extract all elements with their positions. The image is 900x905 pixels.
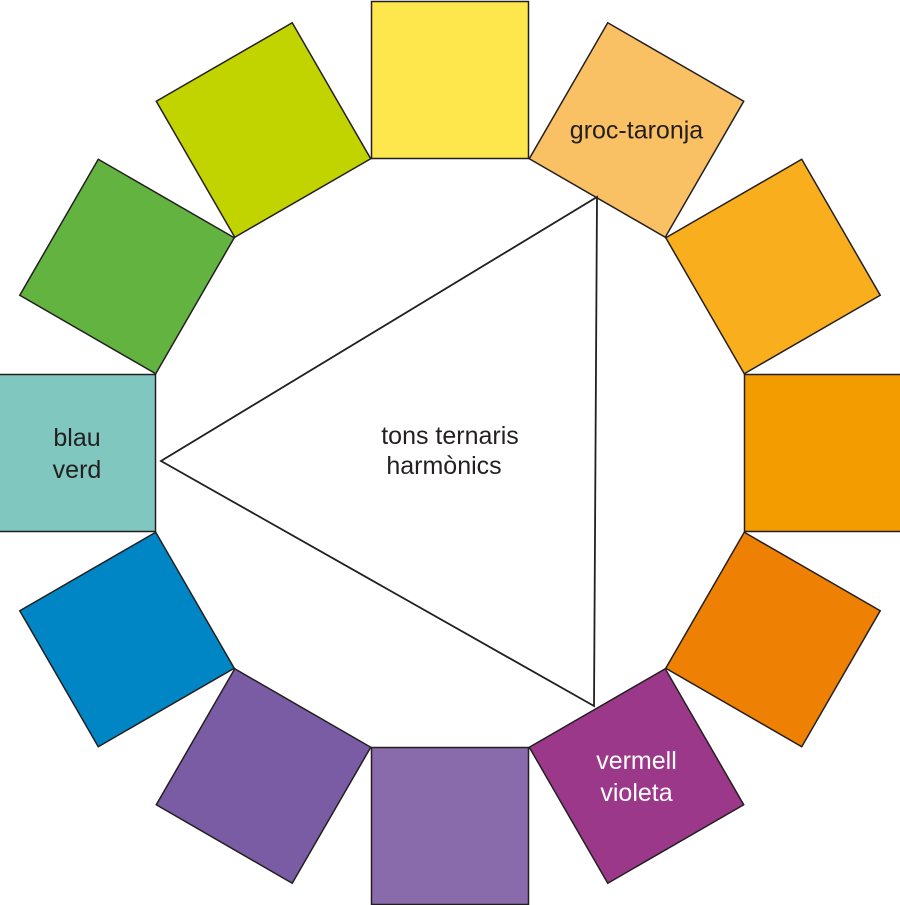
swatch-blau-verd: [0, 373, 157, 533]
swatch-blau-verd-label-line-1: blau: [53, 424, 100, 452]
swatch-groc-taronja-label-line-1: groc-taronja: [570, 117, 703, 145]
harmonic-triad-triangle: [159, 195, 598, 708]
swatch-vermell-violeta: [528, 667, 745, 885]
swatch-3: [664, 158, 882, 375]
swatch-vermell-violeta-label-line-1: vermell: [596, 747, 677, 775]
swatch-12: [155, 21, 372, 239]
swatch-1: [370, 0, 530, 160]
swatch-7: [370, 746, 530, 905]
swatch-blau-verd-label-line-2: verd: [53, 456, 102, 484]
center-title-line-2: harmònics: [386, 452, 501, 480]
swatch-9: [18, 531, 236, 748]
swatch-11: [18, 158, 236, 375]
center-title-line-1: tons ternaris: [381, 422, 519, 450]
swatch-4: [743, 373, 900, 533]
swatch-5: [664, 531, 882, 748]
swatch-vermell-violeta-label-line-2: violeta: [600, 779, 672, 807]
swatch-8: [155, 667, 372, 885]
